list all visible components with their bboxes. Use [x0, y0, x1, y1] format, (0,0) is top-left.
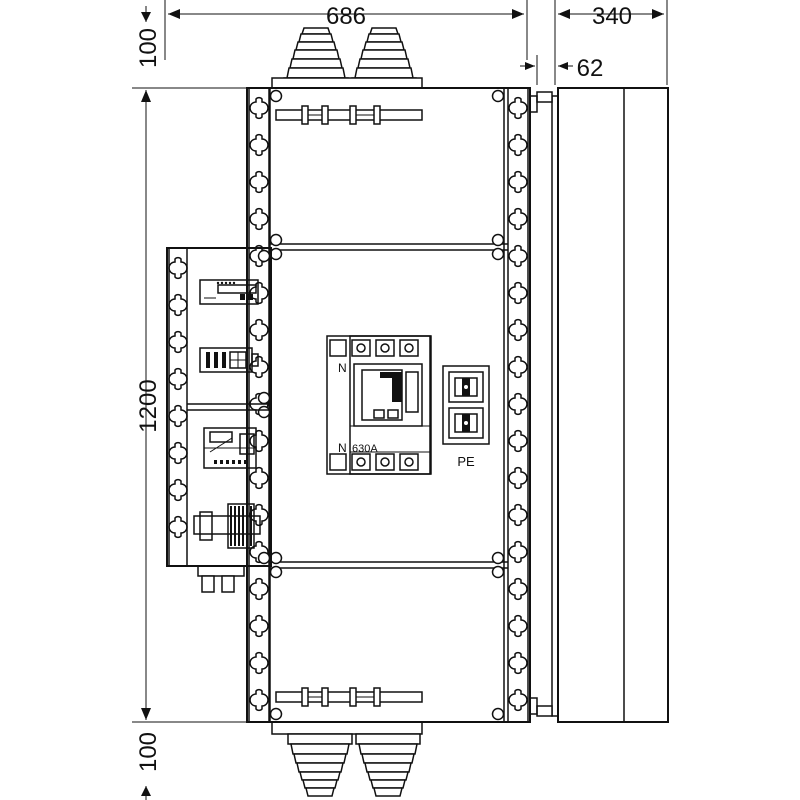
- bottom-gland-dimension: 100: [135, 732, 162, 772]
- main-enclosure: [246, 87, 531, 723]
- side-view: [529, 87, 669, 723]
- rail-slot: [168, 404, 188, 428]
- rail-slot: [508, 170, 528, 194]
- module-rail-slots: [168, 256, 188, 539]
- side-module-box: [166, 247, 272, 593]
- rail-slot: [508, 577, 528, 601]
- breaker-rating: 630A: [352, 443, 378, 455]
- rail-slot: [168, 441, 188, 465]
- width-dimension: 686: [326, 3, 366, 30]
- rail-slot: [508, 244, 528, 268]
- rail-slot: [508, 614, 528, 638]
- rail-slot: [508, 429, 528, 453]
- screw: [269, 565, 283, 579]
- screw: [491, 89, 505, 103]
- rail-slot: [168, 515, 188, 539]
- rail-slot: [508, 651, 528, 675]
- rail-slot: [249, 503, 269, 527]
- screw: [491, 707, 505, 721]
- rail-slot: [249, 207, 269, 231]
- rail-slot: [249, 170, 269, 194]
- rail-slot: [249, 318, 269, 342]
- rail-slot: [249, 133, 269, 157]
- rail-slot: [249, 614, 269, 638]
- bottom-cable-glands: [271, 721, 423, 797]
- screw: [269, 551, 283, 565]
- screw: [269, 233, 283, 247]
- screw: [257, 551, 271, 565]
- screw: [257, 249, 271, 263]
- screw: [491, 551, 505, 565]
- screw: [257, 391, 271, 405]
- rail-slot: [508, 96, 528, 120]
- offset-dimension: 62: [577, 55, 604, 82]
- top-gland-dimension: 100: [135, 28, 162, 68]
- rail-slot: [508, 503, 528, 527]
- rail-slot: [508, 688, 528, 712]
- screw: [491, 565, 505, 579]
- neutral-label-bottom: N: [338, 441, 347, 455]
- rail-slot: [168, 330, 188, 354]
- rail-slot: [249, 577, 269, 601]
- rail-slot: [168, 293, 188, 317]
- rail-slot: [508, 281, 528, 305]
- rail-slot: [508, 466, 528, 490]
- screw: [269, 707, 283, 721]
- dimension-lines: [132, 0, 668, 800]
- screw: [491, 233, 505, 247]
- rail-slots: [249, 96, 528, 712]
- depth-dimension: 340: [592, 3, 632, 30]
- height-dimension: 1200: [135, 379, 162, 432]
- circuit-breaker: N N 630A: [326, 335, 432, 475]
- neutral-label-top: N: [338, 361, 347, 375]
- screw: [491, 247, 505, 261]
- top-busbar: [275, 105, 423, 125]
- screw: [269, 89, 283, 103]
- dimension-labels: 686 340 62 100 1200 100: [135, 3, 632, 772]
- rail-slot: [508, 133, 528, 157]
- rail-slot: [168, 256, 188, 280]
- rail-slot: [168, 367, 188, 391]
- rail-slot: [168, 478, 188, 502]
- rail-slot: [508, 355, 528, 379]
- rail-slot: [249, 429, 269, 453]
- pe-earth-bar: PE: [442, 365, 490, 469]
- rail-slot: [249, 96, 269, 120]
- rail-slot: [508, 540, 528, 564]
- rail-slot: [249, 688, 269, 712]
- rail-slot: [249, 466, 269, 490]
- top-cable-glands: [271, 27, 423, 89]
- bottom-busbar: [275, 687, 423, 707]
- rail-slot: [249, 355, 269, 379]
- rail-slot: [508, 318, 528, 342]
- rail-slot: [508, 207, 528, 231]
- rail-slot: [249, 651, 269, 675]
- screw: [257, 405, 271, 419]
- rail-slot: [508, 392, 528, 416]
- screw: [269, 247, 283, 261]
- panel-screws: [257, 89, 505, 721]
- pe-label: PE: [457, 454, 475, 469]
